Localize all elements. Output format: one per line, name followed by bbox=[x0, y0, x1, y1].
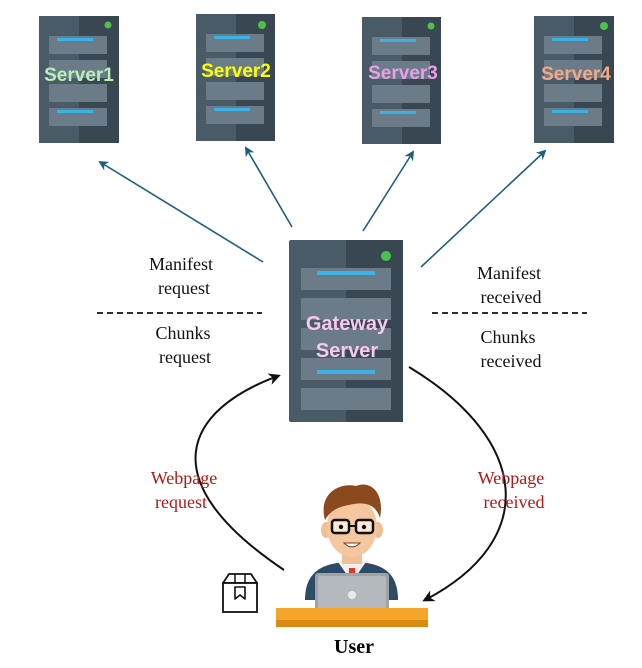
user-label: User bbox=[334, 636, 374, 658]
server-4-icon bbox=[534, 16, 614, 143]
gateway-label-line1: Gateway bbox=[306, 313, 389, 335]
server-1-label: Server1 bbox=[44, 65, 114, 86]
webpage-request-line1: Webpage bbox=[151, 468, 218, 488]
chunks-received-line1: Chunks bbox=[480, 327, 535, 347]
manifest-received-line2: received bbox=[481, 287, 542, 307]
server-3-label: Server3 bbox=[368, 63, 438, 84]
webpage-request-arrow bbox=[194, 373, 285, 571]
server-1-icon bbox=[39, 16, 119, 143]
user-avatar-icon bbox=[276, 484, 428, 627]
webpage-request-line2: request bbox=[155, 492, 207, 512]
gateway-server-icon bbox=[289, 240, 403, 422]
manifest-received-line1: Manifest bbox=[477, 263, 541, 283]
chunks-received-line2: received bbox=[481, 351, 542, 371]
webpage-received-line2: received bbox=[484, 492, 545, 512]
chunks-request-line1: Chunks bbox=[155, 323, 210, 343]
webpage-received-line1: Webpage bbox=[478, 468, 545, 488]
arrow-to-server-4 bbox=[420, 149, 547, 268]
server-3-icon bbox=[362, 17, 441, 144]
server-2-icon bbox=[196, 14, 275, 141]
arrow-to-server-3 bbox=[362, 150, 415, 232]
gateway-label-line2: Server bbox=[316, 340, 378, 362]
server-2-label: Server2 bbox=[201, 61, 271, 82]
arrow-to-server-1 bbox=[98, 160, 264, 263]
chunks-request-line2: request bbox=[159, 347, 211, 367]
manifest-request-line2: request bbox=[158, 278, 210, 298]
webpage-received-arrow bbox=[408, 366, 507, 602]
manifest-request-line1: Manifest bbox=[149, 254, 213, 274]
server-4-label: Server4 bbox=[541, 64, 611, 85]
package-icon bbox=[222, 573, 258, 613]
arrow-to-server-2 bbox=[244, 146, 293, 228]
